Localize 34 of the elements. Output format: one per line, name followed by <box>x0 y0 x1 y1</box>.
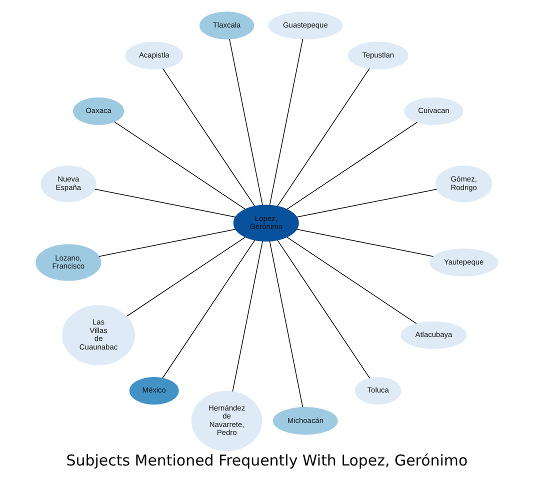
node-ellipse: Oaxaca <box>72 96 124 125</box>
connector <box>228 38 262 206</box>
node-ellipse: Tlaxcala <box>198 11 254 39</box>
node-ellipse: Nueva España <box>40 164 96 202</box>
node-ellipse: Tepustlan <box>347 41 408 69</box>
node-ellipse: Toluca <box>354 376 401 404</box>
connector <box>286 121 417 210</box>
connector <box>114 120 246 210</box>
connector <box>268 38 303 206</box>
node-ellipse: Hernández de Navarrete, Pedro <box>190 390 262 450</box>
node-ellipse: Gómez, Rodrigo <box>434 164 492 202</box>
connector <box>162 68 255 206</box>
connector <box>94 188 236 217</box>
connector <box>286 236 416 324</box>
node-ellipse: Las Villas de Cuaunabac <box>62 304 134 365</box>
connector <box>276 239 370 378</box>
connector <box>276 68 370 206</box>
node-ellipse: Michoacán <box>272 406 338 434</box>
diagram-title: Subjects Mentioned Frequently With Lopez, Gerónimo <box>66 451 468 470</box>
connector <box>296 188 437 217</box>
node-ellipse: Guastepeque <box>268 11 342 39</box>
connector <box>98 228 236 256</box>
node-ellipse: Acapistla <box>124 41 183 69</box>
node-ellipse: Atlacubaya <box>400 320 466 349</box>
connector <box>126 236 246 316</box>
node-ellipse: Lozano, Francisco <box>35 244 101 280</box>
node-ellipse: México <box>128 376 178 404</box>
node-ellipse: Lopez, Gerónimo <box>232 204 298 242</box>
node-ellipse: Yautepeque <box>428 248 498 276</box>
node-ellipse: Cuivacan <box>404 96 463 125</box>
connector <box>296 228 434 256</box>
connector <box>268 240 303 408</box>
connector <box>232 240 262 392</box>
connector <box>162 239 255 378</box>
